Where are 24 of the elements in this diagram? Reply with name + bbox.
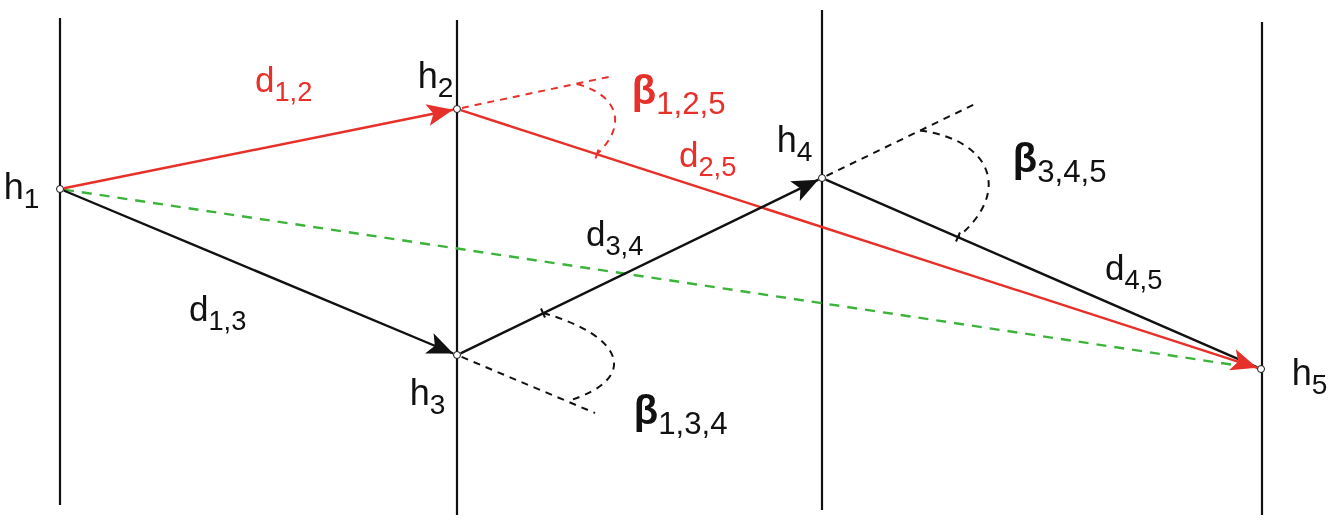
point-marker — [1257, 365, 1265, 373]
point-label: h$_{2}$ — [417, 56, 455, 106]
angle-label: β$_{1,3,4}$ — [632, 388, 729, 443]
edge-label: d$_{2,5}$ — [678, 135, 738, 184]
point-marker — [818, 174, 826, 182]
angle-label: β$_{3,4,5}$ — [1011, 136, 1108, 191]
point-label: h$_{5}$ — [1291, 353, 1329, 403]
dashed-line — [63, 188, 1258, 370]
edge-label: d$_{1,3}$ — [188, 289, 248, 338]
arrow — [460, 178, 819, 355]
point-marker — [56, 185, 64, 193]
point-marker — [453, 351, 461, 359]
point-label: h$_{1}$ — [3, 167, 41, 217]
edge-label: d$_{4,5}$ — [1104, 248, 1164, 297]
angle-label: β$_{1,2,5}$ — [630, 68, 727, 123]
point-label: h$_{4}$ — [776, 120, 814, 170]
arrow — [63, 189, 454, 355]
point-label: h$_{3}$ — [409, 373, 447, 423]
arrow — [460, 109, 1258, 371]
point-marker — [453, 105, 461, 113]
arrow — [63, 104, 454, 190]
edge-label: d$_{1,2}$ — [254, 60, 314, 109]
line-segment — [825, 178, 1258, 369]
edge-label: d$_{3,4}$ — [585, 214, 645, 263]
